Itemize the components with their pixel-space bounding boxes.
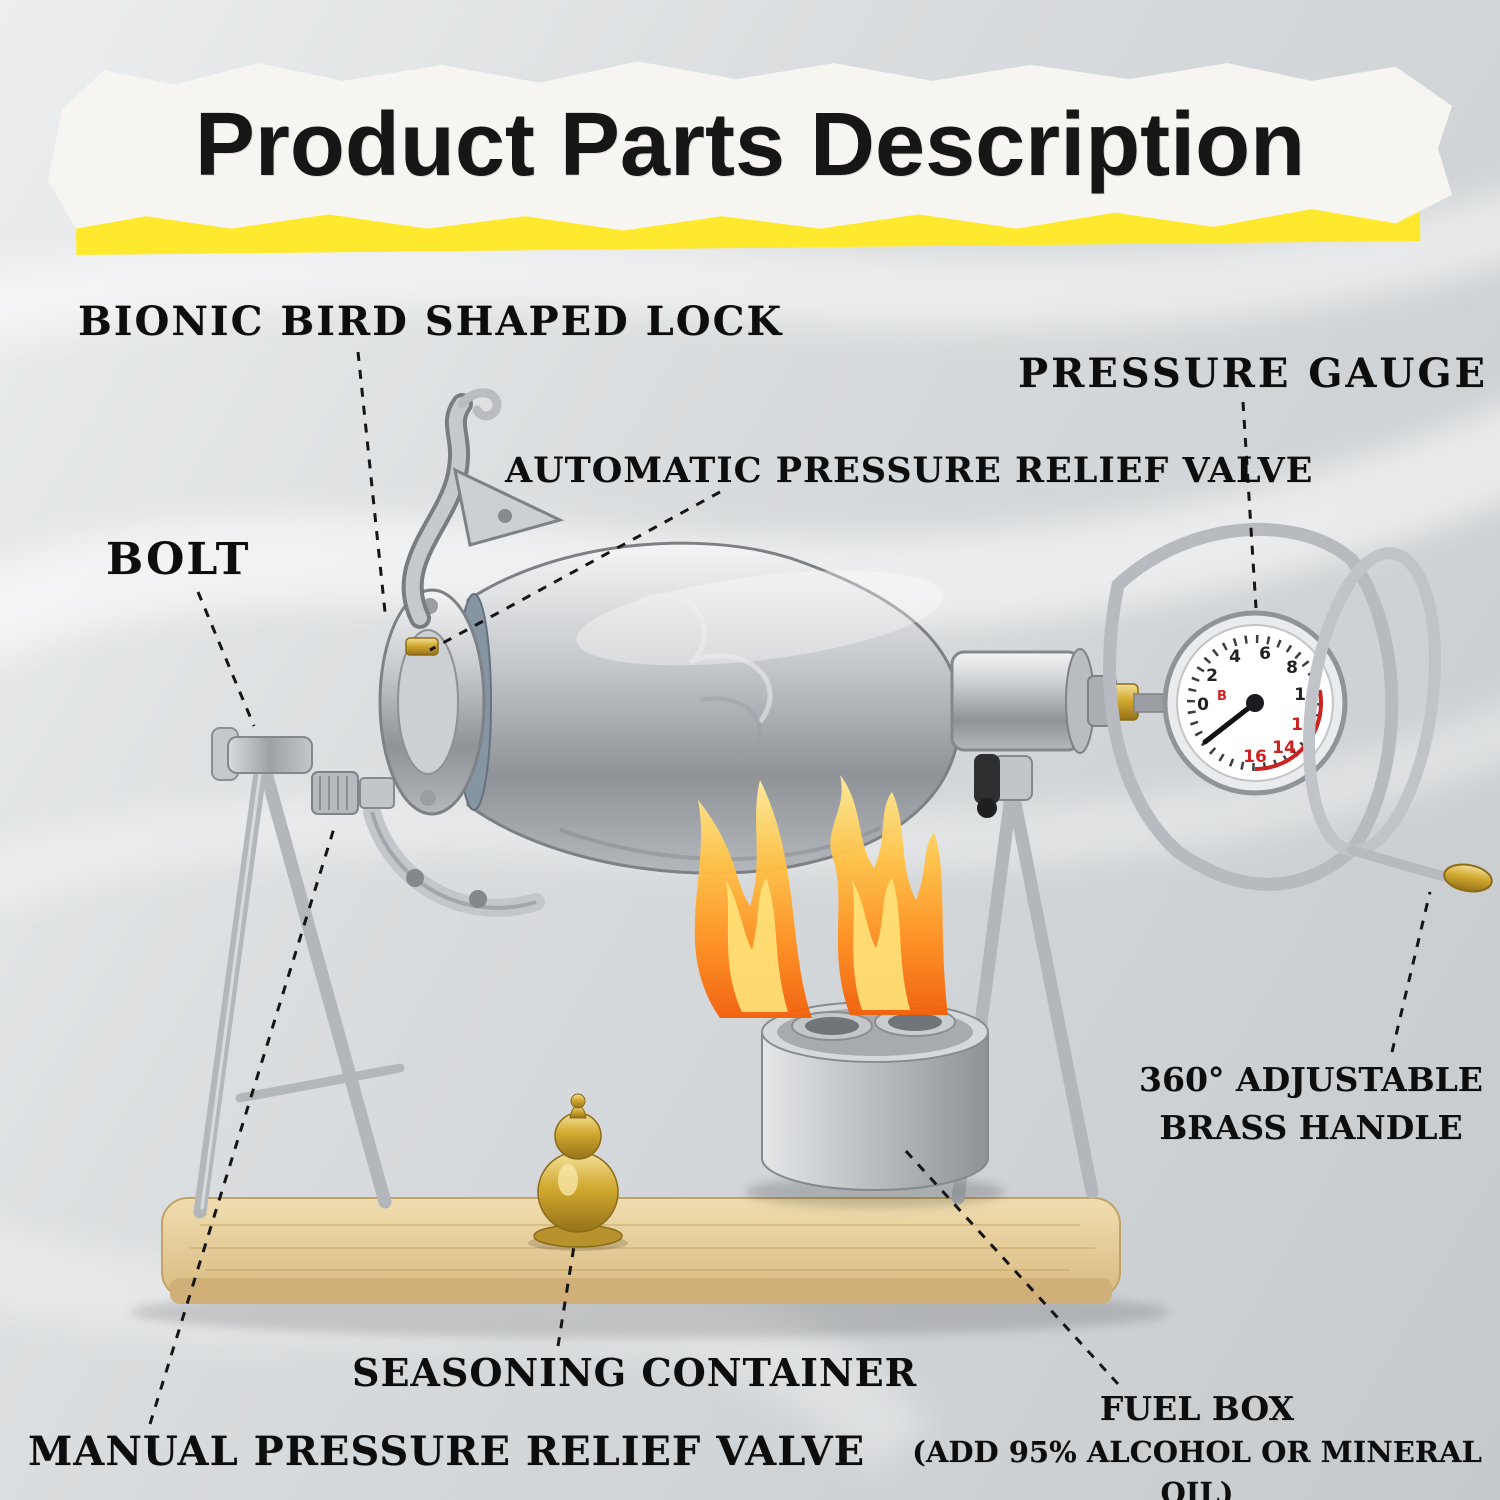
fuel-box (745, 1001, 1005, 1208)
gauge-tick-14: 14 (1272, 738, 1296, 758)
seasoning-container (528, 1093, 628, 1251)
black-adjust-knob (974, 754, 1000, 804)
label-bionic-bird-shaped-lock: BIONIC BIRD SHAPED LOCK (78, 298, 784, 345)
label-fuel-box: FUEL BOX (ADD 95% ALCOHOL OR MINERAL OIL… (898, 1386, 1496, 1500)
automatic-relief-valve (405, 637, 439, 656)
gauge-tick-6: 6 (1259, 644, 1271, 664)
pressure-gauge: 0 2 4 6 8 10 12 14 16 B (1162, 610, 1348, 796)
page-title: Product Parts Description (194, 94, 1306, 195)
label-bolt: BOLT (106, 534, 251, 585)
label-fuel-box-line2: (ADD 95% ALCOHOL OR MINERAL OIL) (912, 1435, 1482, 1500)
gauge-tick-8: 8 (1286, 658, 1298, 678)
brass-crank-handle (1303, 547, 1493, 893)
label-brass-handle-line1: 360° ADJUSTABLE (1139, 1060, 1483, 1099)
handle-frame (1103, 523, 1399, 891)
label-fuel-box-line1: FUEL BOX (1099, 1389, 1295, 1428)
gauge-tick-4: 4 (1229, 647, 1241, 667)
wooden-base (161, 1197, 1121, 1304)
leader-bolt (196, 591, 256, 727)
label-brass-handle: 360° ADJUSTABLE BRASS HANDLE (1125, 1056, 1497, 1152)
gauge-tick-0: 0 (1197, 695, 1209, 715)
leader-auto-valve (429, 490, 721, 652)
gauge-tick-2: 2 (1206, 666, 1218, 686)
gauge-needle (1202, 700, 1258, 745)
label-brass-handle-line2: BRASS HANDLE (1159, 1107, 1463, 1147)
flames (694, 775, 948, 1018)
title-band: Product Parts Description (48, 56, 1452, 256)
leader-bionic-lock (356, 351, 387, 613)
leader-manual-valve (148, 824, 337, 1425)
gauge-brand: B (1217, 689, 1227, 704)
bionic-bird-lock-assembly (363, 388, 565, 917)
label-automatic-pressure-relief-valve: AUTOMATIC PRESSURE RELIEF VALVE (505, 450, 1314, 491)
manual-relief-valve-knob (311, 771, 395, 815)
bolt-spindle (211, 727, 313, 781)
right-neck (950, 648, 1177, 818)
label-seasoning-container: SEASONING CONTAINER (352, 1350, 918, 1395)
label-manual-pressure-relief-valve: MANUAL PRESSURE RELIEF VALVE (28, 1428, 866, 1475)
gauge-tick-16: 16 (1243, 747, 1267, 767)
label-pressure-gauge: PRESSURE GAUGE (1018, 350, 1488, 397)
title-torn-paper: Product Parts Description (48, 61, 1452, 231)
leader-lines (148, 351, 1432, 1425)
leader-brass-handle (1390, 891, 1432, 1053)
